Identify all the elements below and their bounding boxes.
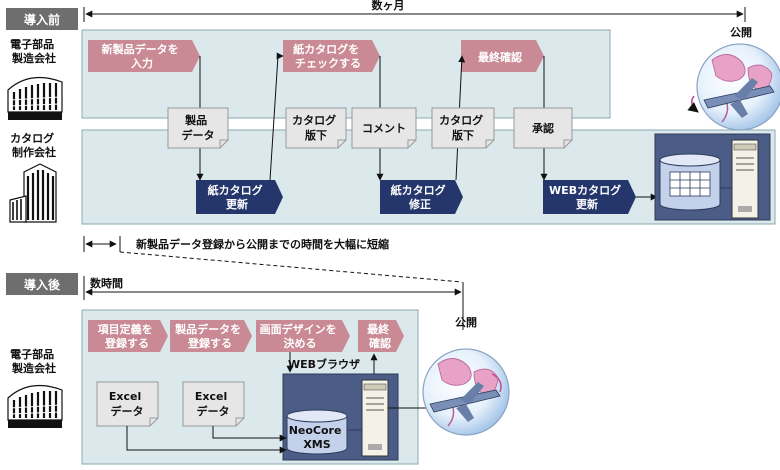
org-label-electronics-after: 電子部品 製造会社 <box>10 347 58 375</box>
svg-text:コメント: コメント <box>362 122 406 135</box>
svg-text:項目定義を 登録する: 項目定義を 登録する <box>98 322 157 350</box>
airplane-icon <box>687 78 775 118</box>
doc-product-data: 製品 データ <box>167 107 229 149</box>
factory-building-icon-after <box>7 384 63 428</box>
after-section: 導入後 数時間 電子部品 製造会社 項目定義を 登録する 製品デー <box>6 273 510 465</box>
db-label: NeoCore XMS <box>289 424 346 451</box>
svg-text:紙カタログを チェックする: 紙カタログを チェックする <box>293 42 363 70</box>
svg-text:新製品データを 入力: 新製品データを 入力 <box>102 42 183 70</box>
org-label-catalog: カタログ 制作会社 <box>10 131 58 159</box>
airplane-icon-after <box>429 373 502 422</box>
step-define-items: 項目定義を 登録する <box>88 320 168 352</box>
office-building-icon <box>9 163 57 223</box>
doc-catalog-draft-1: カタログ 版下 <box>285 107 347 149</box>
svg-text:製品 データ: 製品 データ <box>182 113 215 142</box>
svg-text:画面デザインを 決める: 画面デザインを 決める <box>260 322 341 350</box>
neocore-system-box: NeoCore XMS <box>282 373 399 461</box>
svg-text:紙カタログ 修正: 紙カタログ 修正 <box>391 183 450 211</box>
database-icon-after: NeoCore XMS <box>286 409 348 455</box>
step-final-check: 最終確認 <box>461 40 544 72</box>
doc-comment: コメント <box>351 107 417 149</box>
step-final-check-after: 最終 確認 <box>358 320 404 352</box>
svg-text:紙カタログ 更新: 紙カタログ 更新 <box>208 183 267 211</box>
doc-excel-2: Excel データ <box>182 381 245 427</box>
duration-label-months: 数ヶ月 <box>372 0 405 12</box>
svg-text:カタログ 版下: カタログ 版下 <box>439 113 487 142</box>
svg-text:Excel データ: Excel データ <box>195 390 231 418</box>
web-system-box <box>654 133 771 221</box>
factory-building-icon <box>7 76 63 120</box>
svg-text:Excel データ: Excel データ <box>109 390 145 418</box>
svg-text:WEBカタログ 更新: WEBカタログ 更新 <box>549 183 625 211</box>
step-decide-design: 画面デザインを 決める <box>256 320 350 352</box>
server-icon-after <box>361 379 389 457</box>
summary-section: 新製品データ登録から公開までの時間を大幅に短縮 <box>83 236 463 283</box>
step-register-data: 製品データを 登録する <box>170 320 252 352</box>
database-icon <box>659 153 721 211</box>
step-web-catalog-update: WEBカタログ 更新 <box>543 180 636 214</box>
doc-approval: 承認 <box>513 107 573 149</box>
publish-label-after: 公開 <box>455 316 477 329</box>
before-section-label: 導入前 <box>24 12 60 27</box>
svg-text:最終確認: 最終確認 <box>478 50 522 64</box>
after-section-label-bg <box>6 273 78 295</box>
publish-label-before: 公開 <box>730 26 752 39</box>
org-label-electronics: 電子部品 製造会社 <box>10 37 58 65</box>
svg-text:製品データを 登録する: 製品データを 登録する <box>174 322 245 350</box>
svg-text:承認: 承認 <box>532 121 554 135</box>
after-section-label: 導入後 <box>24 277 61 292</box>
before-section: 導入前 数ヶ月 電子部品 製造会社 カタログ 制作会社 <box>6 0 780 225</box>
doc-excel-1: Excel データ <box>96 381 159 427</box>
duration-label-hours: 数時間 <box>90 276 123 290</box>
step-check-catalog: 紙カタログを チェックする <box>283 40 380 72</box>
summary-text: 新製品データ登録から公開までの時間を大幅に短縮 <box>136 237 389 251</box>
server-icon <box>731 139 759 219</box>
step-paper-catalog-update: 紙カタログ 更新 <box>196 180 283 214</box>
browser-label: WEBブラウザ <box>288 357 360 371</box>
svg-text:カタログ 版下: カタログ 版下 <box>292 113 340 142</box>
before-section-label-bg <box>6 8 78 30</box>
svg-text:最終 確認: 最終 確認 <box>367 322 393 350</box>
doc-catalog-draft-2: カタログ 版下 <box>431 107 495 149</box>
step-paper-catalog-fix: 紙カタログ 修正 <box>380 180 463 214</box>
step-new-data-input: 新製品データを 入力 <box>88 40 200 72</box>
